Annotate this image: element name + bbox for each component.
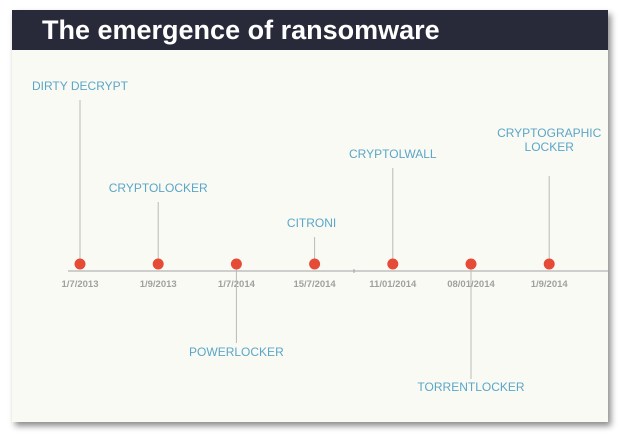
date-label: 15/7/2014 — [293, 279, 336, 290]
slide: The emergence of ransomware 1/7/2013 1/9/… — [12, 10, 608, 422]
event-dot — [152, 258, 164, 270]
timeline-event: CRYPTOLWALL — [349, 147, 437, 270]
event-label: POWERLOCKER — [189, 345, 284, 359]
event-label: LOCKER — [525, 140, 575, 154]
event-dot — [74, 258, 86, 270]
event-dot — [309, 258, 321, 270]
event-label: CRYPTOLOCKER — [109, 181, 208, 195]
date-label: 11/01/2014 — [369, 279, 417, 290]
event-dot — [465, 258, 477, 270]
event-dot — [230, 258, 242, 270]
events: DIRTY DECRYPT CRYPTOLOCKER POWERLOCKER CITR… — [32, 79, 602, 394]
timeline-event: CRYPTOLOCKER — [109, 181, 208, 270]
event-label: CITRONI — [287, 216, 336, 230]
timeline-event: TORRENTLOCKER — [417, 258, 525, 394]
timeline-event: CITRONI — [287, 216, 336, 270]
slide-title: The emergence of ransomware — [42, 15, 440, 45]
date-label: 1/9/2013 — [140, 279, 177, 290]
event-label: TORRENTLOCKER — [417, 380, 524, 394]
title-bar: The emergence of ransomware — [12, 10, 608, 50]
timeline-event: DIRTY DECRYPT — [32, 79, 129, 270]
event-label: CRYPTOGRAPHIC — [497, 126, 602, 140]
event-label: CRYPTOLWALL — [349, 147, 437, 161]
timeline-event: POWERLOCKER — [189, 258, 284, 359]
date-label: 1/7/2013 — [62, 279, 99, 290]
date-label: 1/9/2014 — [531, 279, 569, 290]
event-dot — [543, 258, 555, 270]
event-label: DIRTY DECRYPT — [32, 79, 129, 93]
event-dot — [387, 258, 399, 270]
